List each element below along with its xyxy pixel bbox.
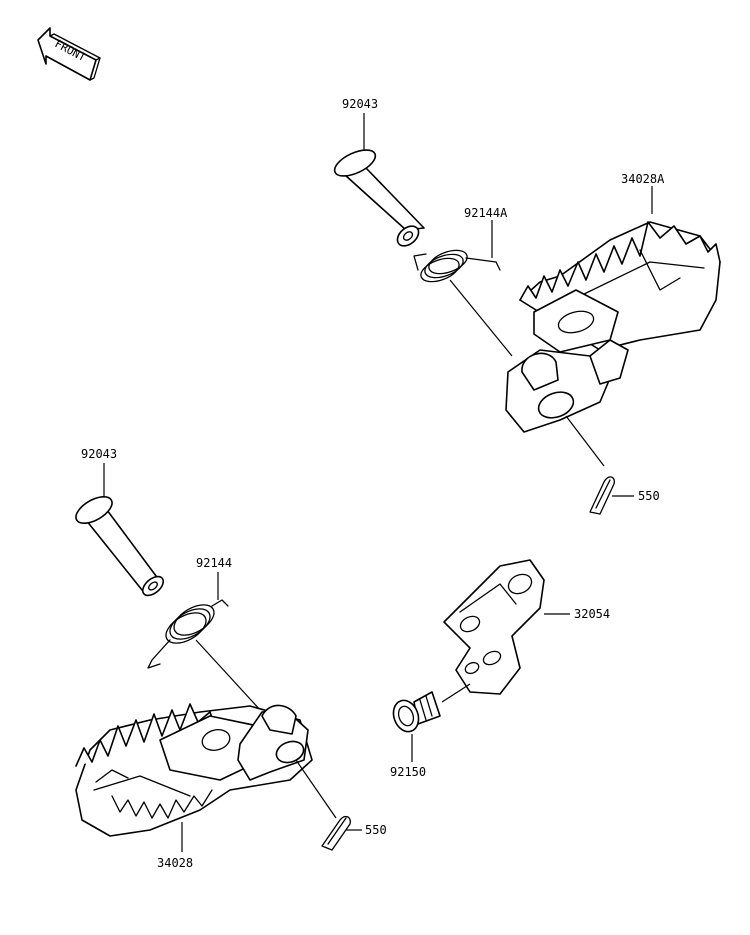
- cotter-pin-lower[interactable]: [321, 815, 351, 851]
- part-label-pin-lower: 92043: [81, 447, 117, 461]
- part-label-spring-upper: 92144A: [464, 206, 508, 220]
- spring-lower[interactable]: [147, 599, 229, 669]
- part-label-cotter-upper: 550: [638, 489, 660, 503]
- cotter-pin-upper[interactable]: [589, 476, 615, 515]
- spring-upper[interactable]: [413, 246, 501, 286]
- footpeg-lower[interactable]: [75, 703, 313, 837]
- pin-lower[interactable]: [72, 491, 167, 599]
- part-label-bracket: 32054: [574, 607, 610, 621]
- part-label-footpeg-upper: 34028A: [621, 172, 665, 186]
- bracket[interactable]: [443, 559, 545, 695]
- part-label-bolt: 92150: [390, 765, 426, 779]
- part-label-spring-lower: 92144: [196, 556, 232, 570]
- front-arrow-icon: FRONT: [37, 27, 101, 81]
- part-label-pin-upper: 92043: [342, 97, 378, 111]
- pin-upper[interactable]: [331, 145, 425, 250]
- bolt[interactable]: [389, 691, 441, 735]
- footpeg-upper[interactable]: [505, 221, 721, 433]
- part-label-footpeg-lower: 34028: [157, 856, 193, 870]
- part-label-cotter-lower: 550: [365, 823, 387, 837]
